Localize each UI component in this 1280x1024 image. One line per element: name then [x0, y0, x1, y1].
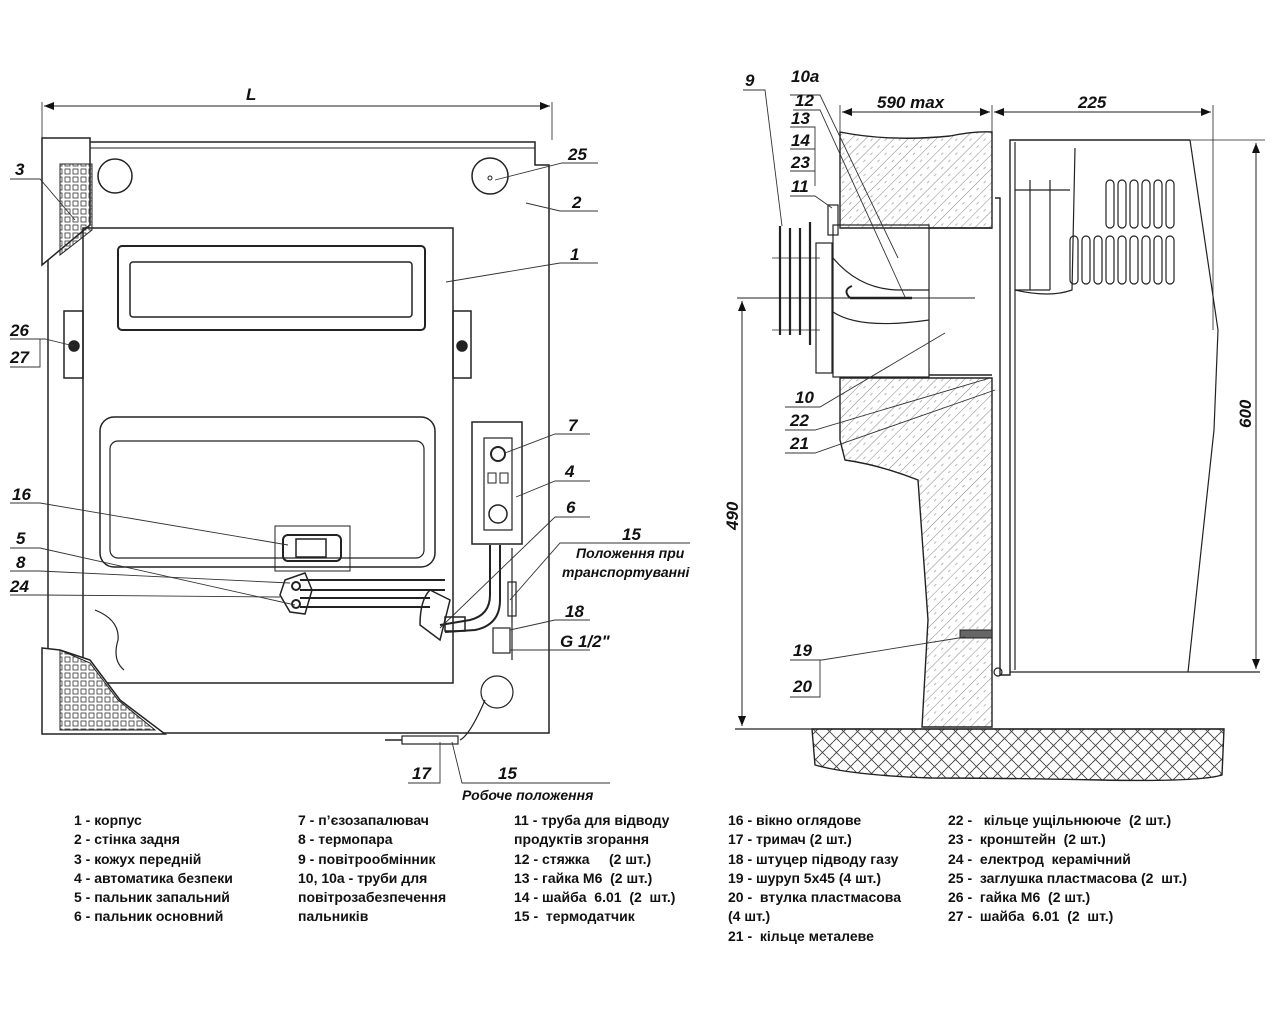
legend-item: 12 - стяжка (2 шт.) [514, 850, 652, 867]
callout-22: 22 [789, 411, 809, 430]
pilot-burner-block [279, 572, 313, 615]
wall-section-upper [839, 131, 993, 229]
piezo-igniter [490, 446, 506, 462]
callout-10a: 10a [791, 67, 819, 86]
gas-fitting [492, 627, 511, 654]
callout-8: 8 [16, 553, 26, 572]
body-housing [82, 227, 454, 684]
callout-7: 7 [568, 416, 579, 435]
legend-item: 9 - повітрообмінник [298, 850, 436, 867]
legend-column-1: 1 - корпус 2 - стінка задня 3 - кожух пе… [74, 811, 233, 927]
callout-27: 27 [9, 348, 30, 367]
wall-section-lower [839, 377, 993, 728]
callout-9: 9 [745, 71, 755, 90]
safety-automation-unit [471, 421, 523, 545]
legend-column-3: 11 - труба для відводу продуктів згоранн… [514, 811, 675, 927]
legend-item: продуктів згорання [514, 831, 650, 848]
air-pipe [832, 224, 930, 378]
callout-25: 25 [567, 145, 587, 164]
callout-20: 20 [792, 677, 812, 696]
convector-body-side [995, 139, 1013, 676]
legend-item: 27 - шайба 6.01 (2 шт.) [948, 908, 1114, 925]
transport-position-label-2: транспортуванні [562, 564, 691, 580]
legend-item: 10, 10а - труби для [298, 869, 428, 886]
legend-column-5: 22 - кільце ущільнююче (2 шт.) 23 - крон… [948, 811, 1187, 927]
legend-item: 15 - термодатчик [514, 908, 635, 925]
wall-screw [959, 629, 993, 639]
callout-11: 11 [791, 177, 809, 196]
legend-item: 14 - шайба 6.01 (2 шт.) [514, 889, 676, 906]
legend-item: 18 - штуцер підводу газу [728, 850, 899, 867]
thread-label: G 1/2" [560, 632, 611, 651]
front-view-leaders [10, 162, 690, 784]
callout-19: 19 [793, 641, 812, 660]
air-exchanger [778, 222, 812, 345]
wall-depth-dimension-label: 590 max [877, 93, 946, 112]
callout-24: 24 [9, 577, 29, 596]
legend-item: 3 - кожух передній [74, 850, 202, 867]
callout-5: 5 [16, 529, 26, 548]
legend-item: 24 - електрод керамічний [948, 850, 1131, 867]
plastic-plug [471, 157, 509, 195]
callout-10: 10 [795, 388, 814, 407]
legend-item: 26 - гайка М6 (2 шт.) [948, 889, 1091, 906]
back-wall [47, 141, 550, 734]
legend-column-4: 16 - вікно оглядове 17 - тримач (2 шт.) … [728, 811, 901, 946]
callout-17: 17 [412, 764, 432, 783]
callout-15-working: 15 [498, 764, 517, 783]
callout-23: 23 [790, 153, 810, 172]
callout-2: 2 [571, 193, 582, 212]
legend-item: 23 - кронштейн (2 шт.) [948, 831, 1106, 848]
legend-item: пальників [298, 908, 369, 925]
callout-15-transport: 15 [622, 525, 641, 544]
heat-exchanger-fins [1014, 147, 1175, 295]
side-view-leaders [743, 89, 996, 698]
callout-26: 26 [9, 321, 29, 340]
callout-12: 12 [795, 91, 814, 110]
axis-height-dimension-label: 490 [723, 501, 742, 531]
callout-1: 1 [570, 245, 579, 264]
width-dimension-label: L [246, 85, 256, 104]
legend-item: 20 - втулка пластмасова [728, 889, 901, 906]
legend-item: 21 - кільце металеве [728, 927, 874, 944]
legend-item: (4 шт.) [728, 908, 771, 925]
side-view [735, 105, 1265, 782]
front-view [41, 102, 553, 745]
legend-item: 16 - вікно оглядове [728, 812, 862, 828]
legend-item: 4 - автоматика безпеки [74, 869, 233, 886]
legend-item: 5 - пальник запальний [74, 889, 230, 906]
viewing-window [282, 534, 342, 562]
callout-18: 18 [565, 602, 584, 621]
legend-item: повітрозабезпечення [298, 889, 447, 906]
callout-6: 6 [566, 498, 576, 517]
floor-section [811, 728, 1225, 782]
legend-column-2: 7 - п’єзозапалювач 8 - термопара 9 - пов… [298, 811, 446, 927]
legend-item: 6 - пальник основний [74, 908, 224, 925]
legend-item: 22 - кільце ущільнююче (2 шт.) [948, 812, 1172, 828]
transport-position-label-1: Положення при [576, 545, 685, 561]
legend-item: 8 - термопара [298, 831, 393, 848]
callout-16: 16 [12, 485, 31, 504]
height-dimension-label: 600 [1236, 399, 1255, 428]
depth-dimension-label: 225 [1077, 93, 1107, 112]
callout-21: 21 [789, 434, 809, 453]
working-position-label: Робоче положення [462, 787, 593, 803]
callout-3: 3 [15, 160, 25, 179]
callout-14: 14 [791, 131, 810, 150]
legend-item: 13 - гайка М6 (2 шт.) [514, 869, 653, 886]
sensor-holder [401, 735, 459, 745]
legend-item: 1 - корпус [74, 812, 142, 828]
right-bracket [452, 310, 472, 379]
legend-item: 7 - п’єзозапалювач [298, 812, 429, 828]
legend-item: 11 - труба для відводу [514, 812, 670, 828]
callout-4: 4 [564, 462, 575, 481]
legend-item: 2 - стінка задня [74, 831, 180, 848]
legend-item: 25 - заглушка пластмасова (2 шт.) [948, 869, 1188, 886]
left-bracket [63, 310, 84, 379]
legend-item: 17 - тримач (2 шт.) [728, 831, 852, 848]
callout-13: 13 [791, 109, 810, 128]
top-hole [97, 158, 133, 194]
legend-item: 19 - шуруп 5х45 (4 шт.) [728, 869, 882, 886]
